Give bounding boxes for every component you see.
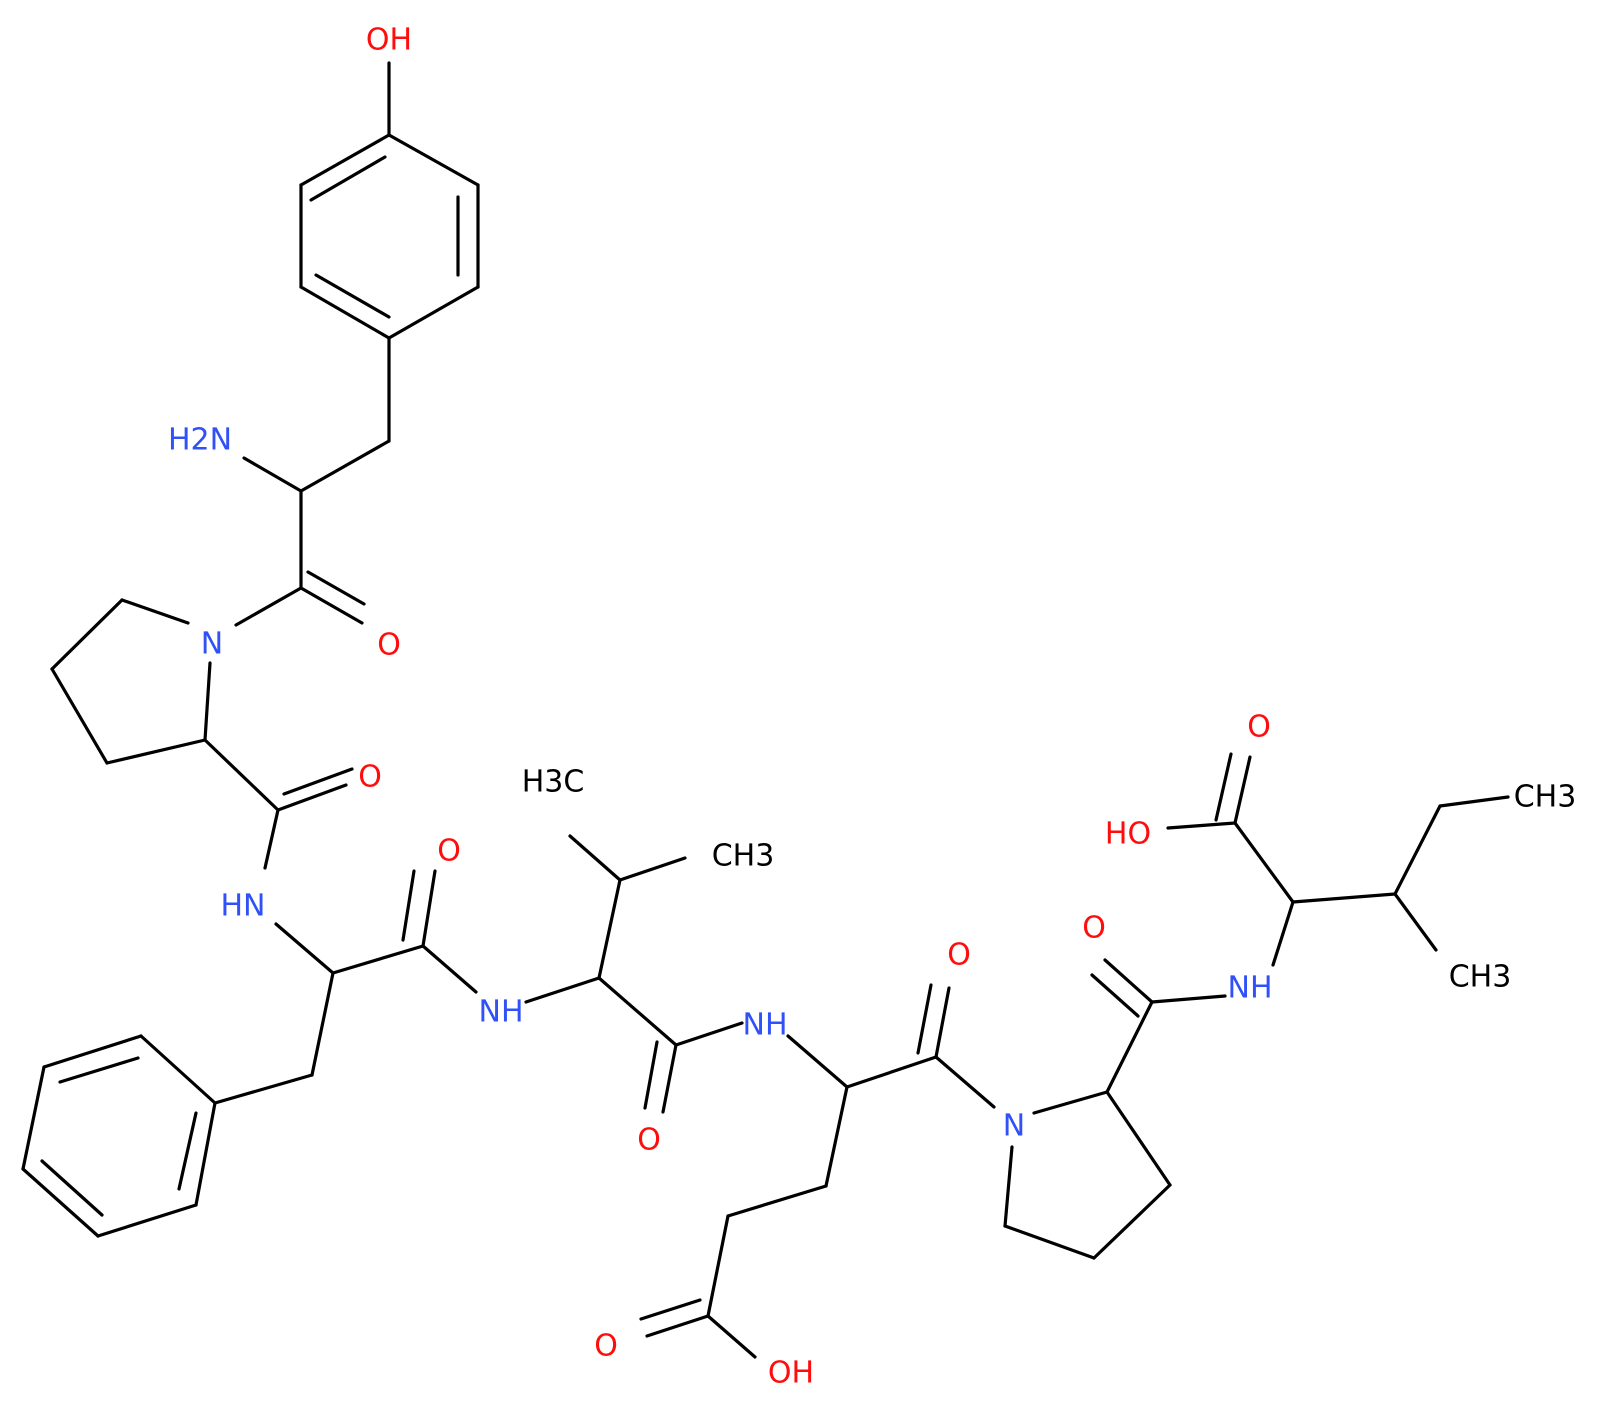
bond — [58, 1056, 140, 1084]
atom-label: CH3 — [1514, 780, 1577, 815]
atom-label: O — [594, 1329, 618, 1364]
bond — [1233, 755, 1252, 825]
atom-label: O — [437, 834, 461, 869]
atom-label: O — [377, 628, 401, 663]
bond — [845, 1055, 938, 1089]
bond — [120, 598, 190, 625]
atom-label: CH3 — [712, 839, 775, 874]
bond — [639, 1298, 702, 1321]
bond — [706, 1214, 730, 1318]
atom-label: NH — [743, 1008, 788, 1043]
bond — [177, 1111, 198, 1191]
atom-label: NH — [479, 995, 524, 1030]
bond — [299, 586, 364, 625]
atom-label: H2N — [168, 423, 232, 458]
bond — [645, 1314, 710, 1338]
bond — [401, 869, 416, 942]
bond — [139, 1034, 217, 1105]
bond — [1103, 958, 1154, 1004]
atom-label: OH — [366, 23, 412, 58]
atom-label: O — [637, 1123, 661, 1158]
bond — [674, 1021, 744, 1047]
bond — [309, 155, 387, 202]
bond — [1092, 1183, 1172, 1260]
bond — [934, 986, 951, 1059]
bond — [310, 971, 335, 1077]
bond — [50, 667, 109, 765]
bond — [1090, 973, 1140, 1018]
atom-label: O — [947, 938, 971, 973]
bond — [597, 976, 678, 1047]
bond — [568, 834, 622, 882]
atom-label: NH — [1228, 971, 1273, 1006]
bond — [50, 598, 124, 671]
bond — [421, 944, 478, 994]
bond — [524, 976, 601, 1004]
bond — [299, 439, 391, 493]
atom-label: HN — [221, 889, 266, 924]
bond — [1105, 1090, 1172, 1187]
bond — [1233, 821, 1295, 904]
bond — [42, 1034, 143, 1069]
bond — [40, 1159, 104, 1217]
bond — [282, 767, 354, 796]
bond — [105, 738, 207, 765]
bond — [1032, 1090, 1109, 1115]
bond — [1150, 994, 1227, 1004]
bond — [934, 1055, 996, 1109]
bond — [1214, 752, 1233, 822]
atom-label: N — [1003, 1109, 1025, 1144]
bond — [21, 1065, 46, 1171]
atom-label: O — [358, 760, 382, 795]
bond — [306, 570, 366, 606]
bond — [299, 285, 391, 340]
bond — [387, 285, 480, 340]
bond — [274, 922, 335, 975]
bond — [597, 878, 622, 980]
bonds — [21, 61, 1510, 1359]
bond — [1271, 900, 1295, 967]
bond — [1291, 892, 1397, 904]
atom-label: O — [1082, 911, 1106, 946]
bond — [331, 944, 425, 975]
bond — [916, 983, 933, 1055]
bond — [213, 1073, 314, 1105]
atom-label: HO — [1105, 817, 1151, 852]
bond — [234, 586, 303, 627]
bond — [661, 1043, 678, 1114]
bond — [786, 1034, 849, 1089]
bond — [1003, 1224, 1096, 1260]
bond — [1393, 892, 1438, 952]
bond — [21, 1167, 100, 1238]
atom-label: O — [1247, 710, 1271, 745]
bond — [263, 808, 280, 870]
bond — [1393, 804, 1442, 896]
atom-label: OH — [768, 1356, 814, 1391]
bond — [1105, 1000, 1154, 1094]
bond — [706, 1314, 757, 1359]
bond — [242, 456, 303, 493]
atom-label: CH3 — [1449, 960, 1512, 995]
bond — [643, 1040, 659, 1110]
bond — [203, 661, 212, 742]
bond — [299, 133, 391, 187]
bond — [1003, 1145, 1014, 1228]
bond — [824, 1085, 849, 1188]
bond — [203, 738, 280, 812]
bond — [726, 1184, 828, 1218]
bond — [314, 273, 391, 319]
bond — [421, 869, 437, 948]
bond — [194, 1101, 217, 1207]
bond — [1166, 821, 1237, 830]
bond — [276, 783, 348, 812]
atom-label: N — [201, 627, 223, 662]
bond — [1438, 795, 1510, 808]
atom-label: H3C — [522, 765, 585, 800]
bond — [618, 856, 687, 882]
bond — [387, 133, 480, 187]
bond — [96, 1203, 198, 1238]
